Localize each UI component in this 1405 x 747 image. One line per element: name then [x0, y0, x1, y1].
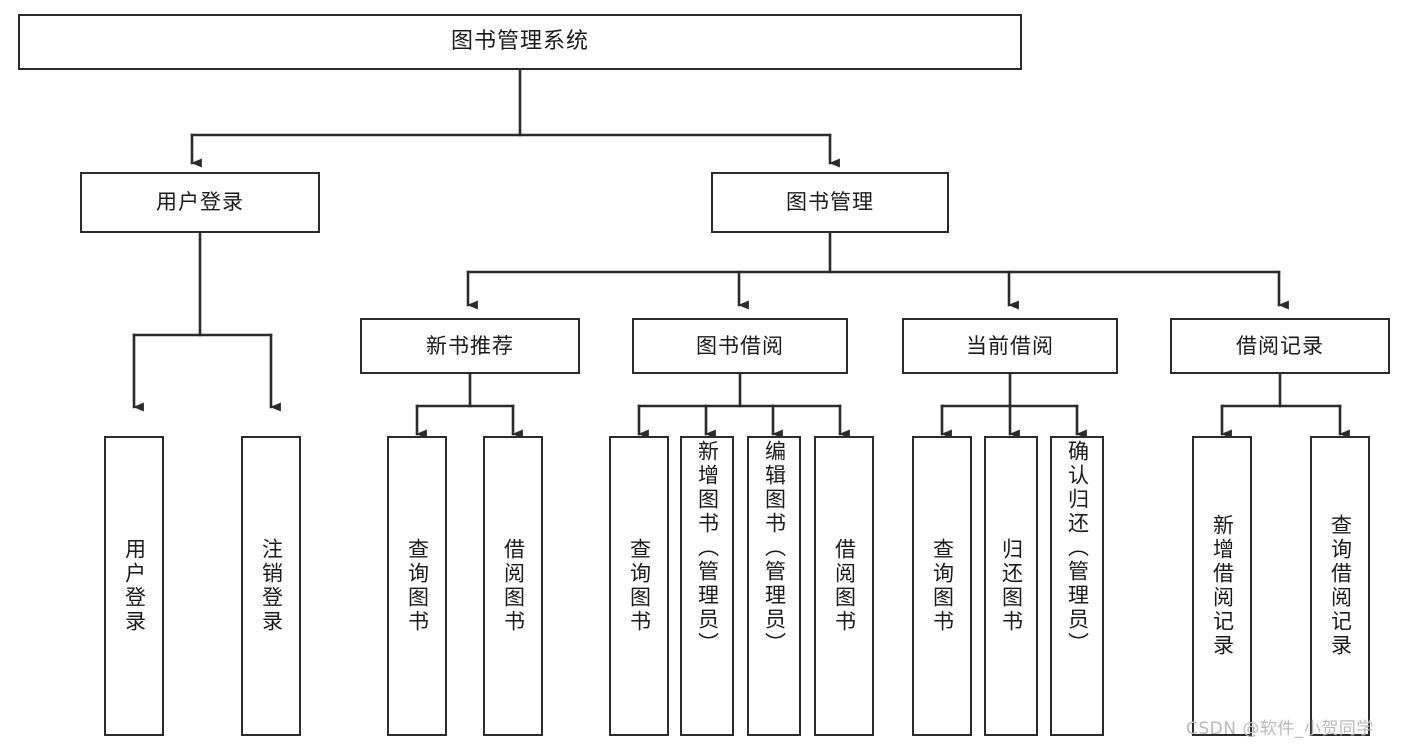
node-label: 当前借阅	[966, 333, 1054, 358]
leaf-query-borrow-record[interactable]: 查询借阅记录	[1310, 436, 1370, 736]
node-label: 新增借阅记录	[1210, 514, 1235, 658]
node-label: 新增图书（管理员）	[695, 440, 720, 656]
leaf-borrow-book-borrow[interactable]: 借阅图书	[814, 436, 874, 736]
leaf-query-book-borrow[interactable]: 查询图书	[609, 436, 669, 736]
node-book-borrow[interactable]: 图书借阅	[632, 318, 848, 374]
node-label: 图书管理系统	[450, 29, 589, 55]
node-borrow-record[interactable]: 借阅记录	[1170, 318, 1390, 374]
node-label: 用户登录	[122, 538, 147, 634]
node-book-management[interactable]: 图书管理	[711, 172, 949, 233]
node-label: 查询图书	[930, 538, 955, 634]
node-user-login[interactable]: 用户登录	[80, 172, 320, 233]
node-label: 新书推荐	[426, 333, 514, 358]
node-label: 注销登录	[259, 538, 284, 634]
node-label: 确认归还（管理员）	[1065, 440, 1090, 656]
node-label: 借阅图书	[832, 538, 857, 634]
leaf-user-login[interactable]: 用户登录	[104, 436, 164, 736]
node-label: 查询借阅记录	[1328, 514, 1353, 658]
node-new-book-recommend[interactable]: 新书推荐	[360, 318, 580, 374]
leaf-edit-book-admin[interactable]: 编辑图书（管理员）	[747, 436, 801, 736]
leaf-return-book[interactable]: 归还图书	[984, 436, 1038, 736]
node-label: 查询图书	[405, 538, 430, 634]
leaf-confirm-return-admin[interactable]: 确认归还（管理员）	[1050, 436, 1104, 736]
node-root-book-management-system[interactable]: 图书管理系统	[18, 14, 1022, 70]
leaf-add-book-admin[interactable]: 新增图书（管理员）	[680, 436, 734, 736]
node-label: 查询图书	[627, 538, 652, 634]
leaf-borrow-book-recommend[interactable]: 借阅图书	[483, 436, 543, 736]
node-label: 归还图书	[999, 538, 1024, 634]
node-label: 借阅记录	[1236, 333, 1324, 358]
node-label: 借阅图书	[501, 538, 526, 634]
csdn-watermark: CSDN @软件_小贺同学	[1186, 719, 1374, 739]
node-current-borrow[interactable]: 当前借阅	[902, 318, 1118, 374]
node-label: 图书借阅	[696, 333, 784, 358]
node-label: 编辑图书（管理员）	[762, 440, 787, 656]
node-label: 用户登录	[156, 190, 244, 215]
leaf-add-borrow-record[interactable]: 新增借阅记录	[1192, 436, 1252, 736]
leaf-query-book-current[interactable]: 查询图书	[912, 436, 972, 736]
node-label: 图书管理	[786, 190, 874, 215]
leaf-logout-login[interactable]: 注销登录	[241, 436, 301, 736]
leaf-query-book-recommend[interactable]: 查询图书	[387, 436, 447, 736]
